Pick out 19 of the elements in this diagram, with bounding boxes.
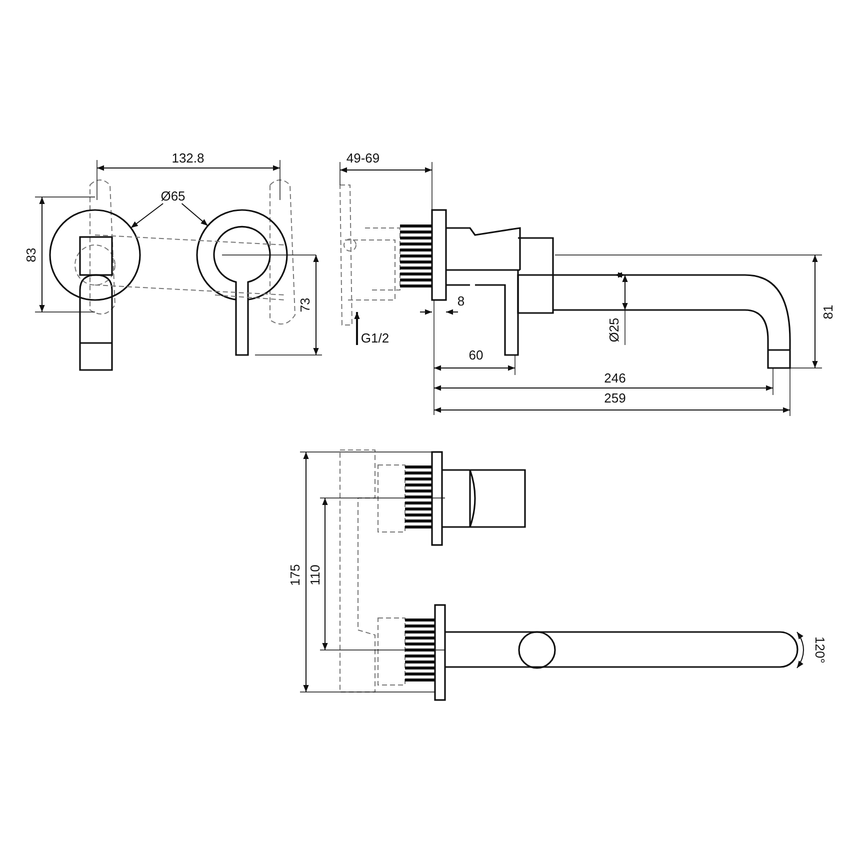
dimension-label: 81 [820, 304, 836, 320]
dimension-label: Ø65 [160, 188, 186, 204]
leader-line [130, 203, 164, 228]
dimension-label: 73 [298, 298, 312, 312]
dimension-label: 110 [308, 564, 322, 586]
rosette-circle [49, 209, 141, 301]
dimension-label: 49-69 [346, 150, 380, 166]
dimension-label: 120° [812, 636, 828, 664]
dimension-label: 83 [24, 248, 38, 262]
leader-line [181, 203, 208, 226]
dimension-label: 259 [604, 390, 626, 406]
dimension-label: 175 [288, 564, 302, 586]
dimension-label: 8 [457, 294, 465, 308]
dimension-label: Ø25 [606, 318, 622, 342]
dimension-label: 132.8 [172, 150, 204, 166]
thread-size-label: G1/2 [360, 330, 390, 346]
dimension-label: 246 [604, 370, 626, 386]
rosette-circle [196, 209, 288, 301]
dimension-label: 60 [468, 348, 484, 362]
